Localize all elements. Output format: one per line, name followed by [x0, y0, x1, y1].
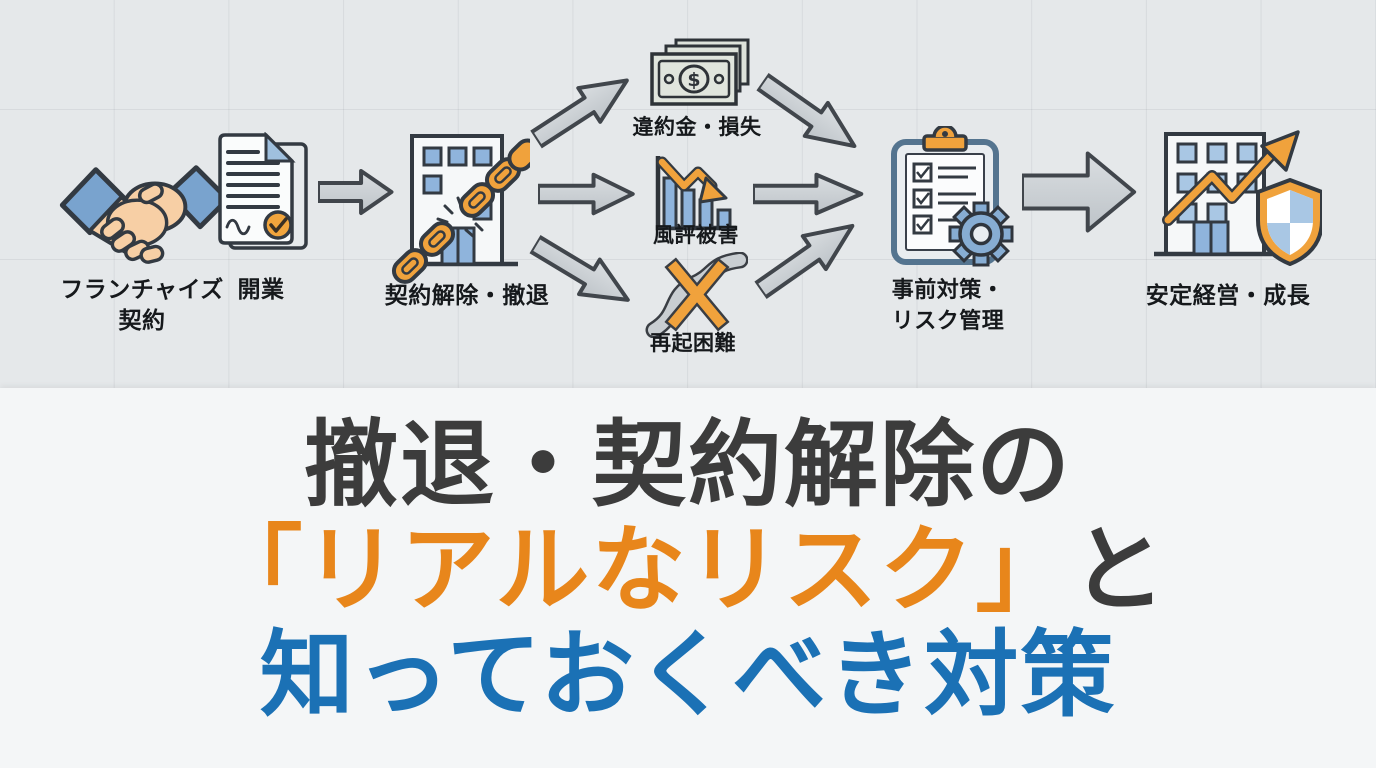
title-section: 撤退・契約解除の 「リアルなリスク」と 知っておくべき対策: [0, 388, 1376, 768]
money-bills-icon: $: [650, 38, 750, 106]
declining-bar-chart-icon: [655, 156, 736, 231]
building-growth-shield-icon: [1154, 130, 1322, 266]
label-reputation-damage: 風評被害: [653, 224, 739, 247]
arrow-termination-to-penalty: [524, 59, 643, 159]
title-line-2: 「リアルなリスク」と: [208, 517, 1168, 622]
arrow-measures-to-stability: [1022, 148, 1138, 236]
shield-icon: [1256, 178, 1322, 266]
handshake-icon: [59, 165, 231, 264]
arrow-termination-to-restart: [523, 224, 643, 321]
title-line-3: 知っておくべき対策: [259, 622, 1117, 727]
arrow-penalty-to-measures: [749, 63, 870, 167]
label-advance-measures: 事前対策・ リスク管理: [891, 277, 1005, 333]
title-highlight: 「リアルなリスク」: [208, 517, 1072, 622]
arrow-reputation-to-measures: [753, 172, 865, 216]
label-penalty-loss: 違約金・損失: [632, 116, 762, 139]
label-stable-growth: 安定経営・成長: [1145, 282, 1311, 308]
arrow-restart-to-measures: [747, 205, 868, 309]
flow-diagram-section: $: [0, 0, 1376, 388]
clipboard-gear-icon: [891, 126, 1014, 267]
title-line-1: 撤退・契約解除の: [303, 412, 1072, 517]
building-broken-chain-icon: [391, 134, 530, 284]
blocked-road-icon: [645, 252, 748, 338]
label-termination: 契約解除・撤退: [384, 282, 550, 308]
label-restart-difficulty: 再起困難: [650, 332, 736, 355]
arrow-opening-to-termination: [318, 168, 394, 216]
contract-document-icon: [218, 132, 308, 250]
label-opening: 開業: [237, 276, 285, 302]
dollar-sign: $: [687, 69, 700, 91]
gear-icon: [948, 201, 1014, 267]
label-franchise-contract: フランチャイズ 契約: [60, 276, 224, 333]
arrow-termination-to-reputation: [538, 172, 636, 216]
